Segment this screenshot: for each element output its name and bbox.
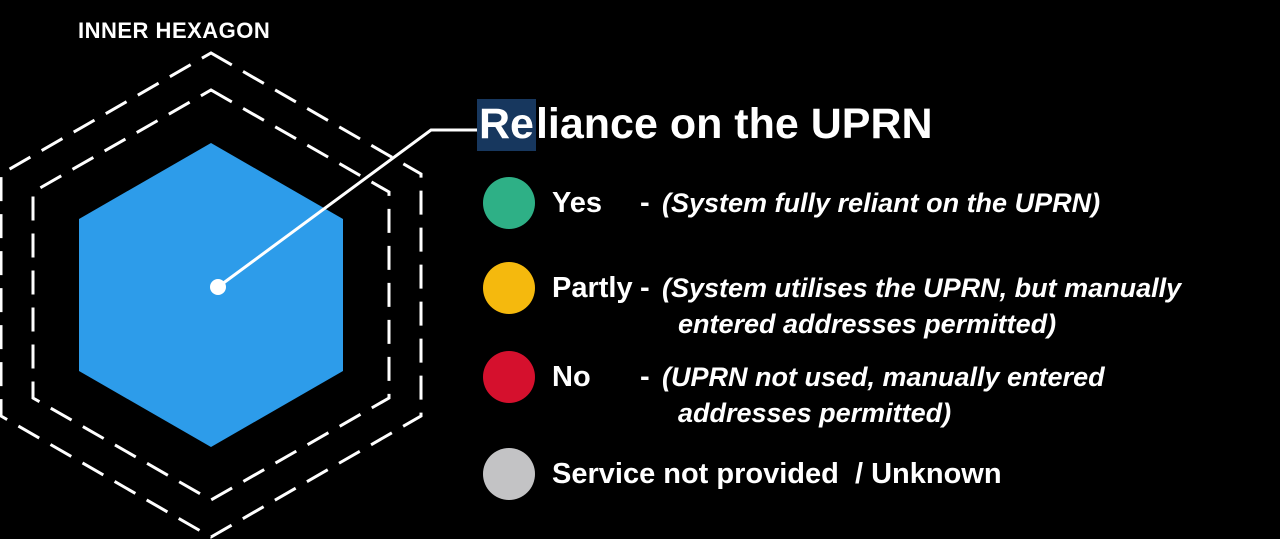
legend-dash: - bbox=[640, 361, 650, 393]
connector-line bbox=[217, 128, 477, 289]
legend-item-unknown: Service not provided / Unknown bbox=[483, 448, 1002, 500]
yes-dot-icon bbox=[483, 177, 535, 229]
legend-item-partly: Partly - (System utilises the UPRN, but … bbox=[483, 262, 1181, 342]
legend-item-yes: Yes - (System fully reliant on the UPRN) bbox=[483, 177, 1100, 229]
title-highlighted-text: Re bbox=[477, 99, 536, 151]
inner-hexagon-label: INNER HEXAGON bbox=[78, 18, 271, 43]
legend-item-no: No - (UPRN not used, manually entered ad… bbox=[483, 351, 1105, 431]
legend-dash: - bbox=[640, 187, 650, 219]
legend-label: Partly bbox=[552, 272, 633, 304]
outer-dashed-hexagon bbox=[0, 51, 423, 539]
legend-label: Yes bbox=[552, 187, 602, 219]
legend-dash: - bbox=[640, 272, 650, 304]
partly-dot-icon bbox=[483, 262, 535, 314]
legend-description: (UPRN not used, manually entered address… bbox=[662, 362, 1105, 428]
legend-description: (System fully reliant on the UPRN) bbox=[662, 188, 1101, 218]
legend-label: Service not provided / Unknown bbox=[552, 458, 1002, 490]
legend-label: No bbox=[552, 361, 591, 393]
unknown-dot-icon bbox=[483, 448, 535, 500]
middle-dashed-hexagon bbox=[31, 88, 391, 502]
inner-hexagon bbox=[79, 143, 343, 447]
title-rest-text: liance on the UPRN bbox=[535, 100, 933, 148]
no-dot-icon bbox=[483, 351, 535, 403]
legend: Yes - (System fully reliant on the UPRN)… bbox=[483, 0, 1273, 539]
page-title: Reliance on the UPRN bbox=[477, 98, 933, 151]
legend-description: (System utilises the UPRN, but manually … bbox=[662, 273, 1182, 339]
center-dot bbox=[210, 279, 226, 295]
